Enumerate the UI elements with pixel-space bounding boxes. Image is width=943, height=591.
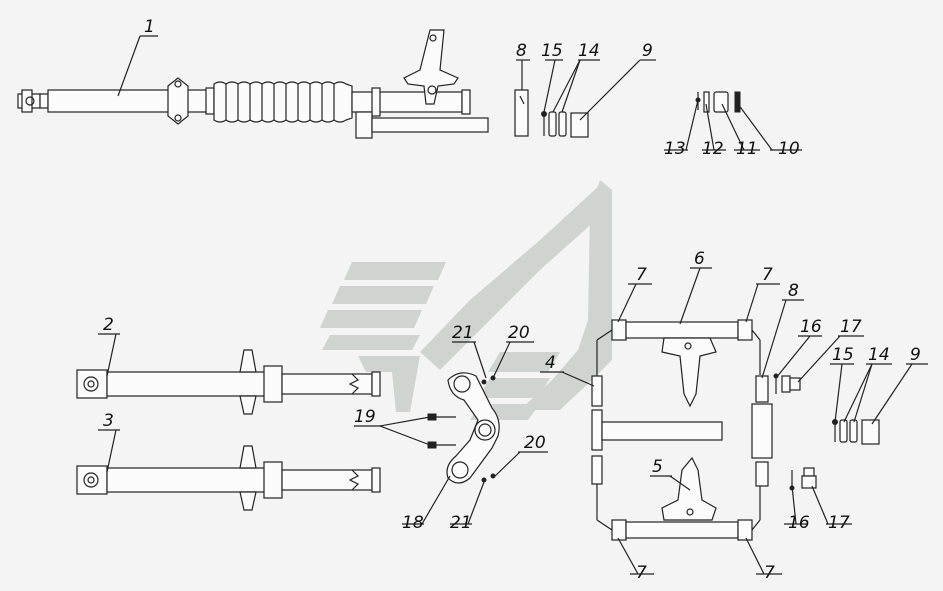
callout-7-upper-right: 7: [762, 265, 773, 285]
callout-9-top: 9: [642, 41, 653, 61]
part-3-tube: [76, 445, 381, 511]
callout-14-right: 14: [868, 345, 890, 365]
part-15-14-9-right: [832, 419, 880, 445]
part-10-13-small-parts: [695, 91, 741, 113]
callout-15-top: 15: [541, 41, 563, 61]
callout-numbers: 1 8 15 14 9 13 12 11 10 2 3 21 20 19 18 …: [103, 17, 921, 583]
part-18-bracket: [446, 372, 500, 484]
part-8-top: [514, 89, 529, 137]
callout-4: 4: [545, 353, 556, 373]
callout-10: 10: [778, 139, 800, 159]
callout-7-upper-left: 7: [636, 265, 647, 285]
callout-20-lower: 20: [524, 433, 546, 453]
part-5-lower-arm: [611, 456, 753, 541]
callout-15-right: 15: [832, 345, 854, 365]
callout-7-lower-right: 7: [764, 563, 775, 583]
callout-5: 5: [652, 457, 663, 477]
callout-13: 13: [664, 139, 686, 159]
part-19-bolts: [427, 413, 456, 449]
part-8-plate: [751, 329, 773, 531]
part-9-top: [570, 112, 589, 138]
callout-14-top: 14: [578, 41, 600, 61]
part-6-upper-arm: [611, 319, 753, 408]
callout-11: 11: [736, 139, 758, 159]
callout-20-upper: 20: [508, 323, 530, 343]
part-1-steering-column: [17, 29, 489, 139]
part-4-shaft: [591, 329, 723, 531]
callout-3: 3: [103, 411, 114, 431]
callout-21-lower: 21: [450, 513, 472, 533]
callout-8-top: 8: [516, 41, 527, 61]
part-15-14-top: [541, 111, 567, 137]
callout-21-upper: 21: [452, 323, 474, 343]
callout-18: 18: [402, 513, 424, 533]
callout-9-right: 9: [910, 345, 921, 365]
callout-leaders: [98, 35, 928, 575]
callout-16-lower: 16: [788, 513, 810, 533]
callout-19: 19: [354, 407, 376, 427]
callout-16-upper: 16: [800, 317, 822, 337]
callout-1: 1: [144, 17, 155, 37]
callout-6: 6: [694, 249, 705, 269]
callout-17-upper: 17: [840, 317, 862, 337]
part-2-tube: [76, 349, 381, 415]
callout-8-right: 8: [788, 281, 799, 301]
callout-12: 12: [702, 139, 724, 159]
part-16-17-right: [773, 373, 817, 491]
callout-2: 2: [103, 315, 114, 335]
callout-17-lower: 17: [828, 513, 850, 533]
callout-7-lower-left: 7: [636, 563, 647, 583]
